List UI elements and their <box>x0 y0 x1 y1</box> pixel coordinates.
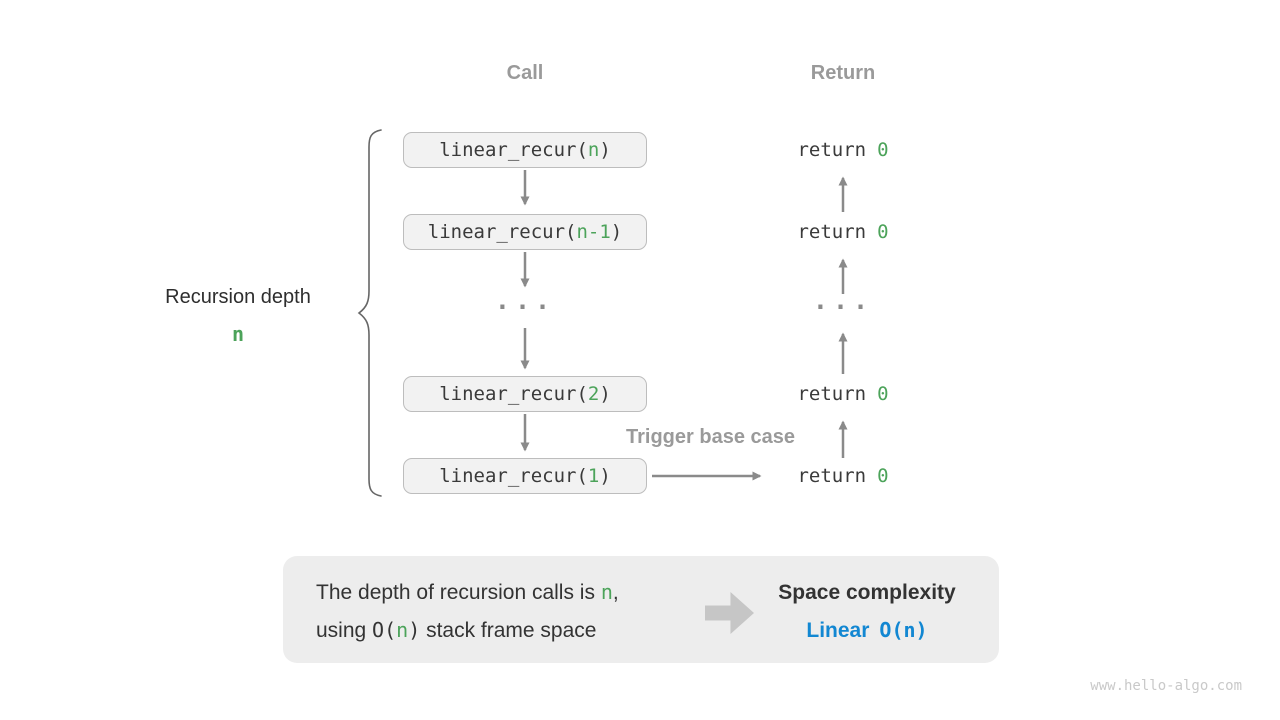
code-text: linear_recur( <box>439 465 588 487</box>
call-box-linear-recur-n-1: linear_recur(n-1) <box>403 214 647 250</box>
space-complexity-title: Space complexity <box>778 581 956 604</box>
return-statement: return 0 <box>763 218 923 246</box>
call-ellipsis: ... <box>494 286 556 315</box>
code-text: ) <box>610 221 623 243</box>
return-value: 0 <box>877 139 889 161</box>
code-text: linear_recur( <box>427 221 577 243</box>
summary-line-1: The depth of recursion calls is n, <box>316 579 619 606</box>
call-column-header: Call <box>506 62 544 84</box>
code-arg: 2 <box>587 383 600 405</box>
big-o-text: ) <box>408 618 421 642</box>
complexity-label: Linear <box>806 619 870 642</box>
code-text: linear_recur( <box>439 139 588 161</box>
return-keyword: return <box>797 465 867 487</box>
return-value: 0 <box>877 221 889 243</box>
summary-line-2: using O(n) stack frame space <box>316 617 596 644</box>
code-text: linear_recur( <box>439 383 588 405</box>
summary-panel: The depth of recursion calls is n, using… <box>283 556 999 663</box>
call-box-linear-recur-2: linear_recur(2) <box>403 376 647 412</box>
return-value: 0 <box>877 383 889 405</box>
return-keyword: return <box>797 139 867 161</box>
return-statement: return 0 <box>763 380 923 408</box>
return-value: 0 <box>877 465 889 487</box>
big-o-text: O( <box>372 618 397 642</box>
return-statement: return 0 <box>763 136 923 164</box>
summary-text: using <box>316 619 373 642</box>
watermark: www.hello-algo.com <box>1090 678 1242 694</box>
code-text: ) <box>599 139 611 161</box>
summary-text: The depth of recursion calls is <box>316 581 601 604</box>
code-arg: 1 <box>587 465 600 487</box>
call-box-linear-recur-1: linear_recur(1) <box>403 458 647 494</box>
code-text: ) <box>599 465 611 487</box>
summary-text: stack frame space <box>420 619 597 642</box>
summary-text: , <box>612 581 619 604</box>
return-statement: return 0 <box>763 462 923 490</box>
return-ellipsis: ... <box>812 286 874 315</box>
summary-arg: n <box>600 580 613 604</box>
recursion-depth-value: n <box>231 322 245 346</box>
code-arg: n-1 <box>576 221 611 243</box>
call-box-linear-recur-n: linear_recur(n) <box>403 132 647 168</box>
recursion-depth-brace <box>357 129 382 497</box>
return-keyword: return <box>797 383 867 405</box>
code-arg: n <box>587 139 600 161</box>
recursion-depth-label: Recursion depth <box>165 286 311 308</box>
return-keyword: return <box>797 221 867 243</box>
return-column-header: Return <box>810 62 876 84</box>
space-complexity-result: Linear O(n) <box>747 617 987 644</box>
summary-arg: n <box>396 618 409 642</box>
code-text: ) <box>599 383 611 405</box>
complexity-notation: O(n) <box>879 618 928 642</box>
trigger-base-case-label: Trigger base case <box>626 426 795 448</box>
